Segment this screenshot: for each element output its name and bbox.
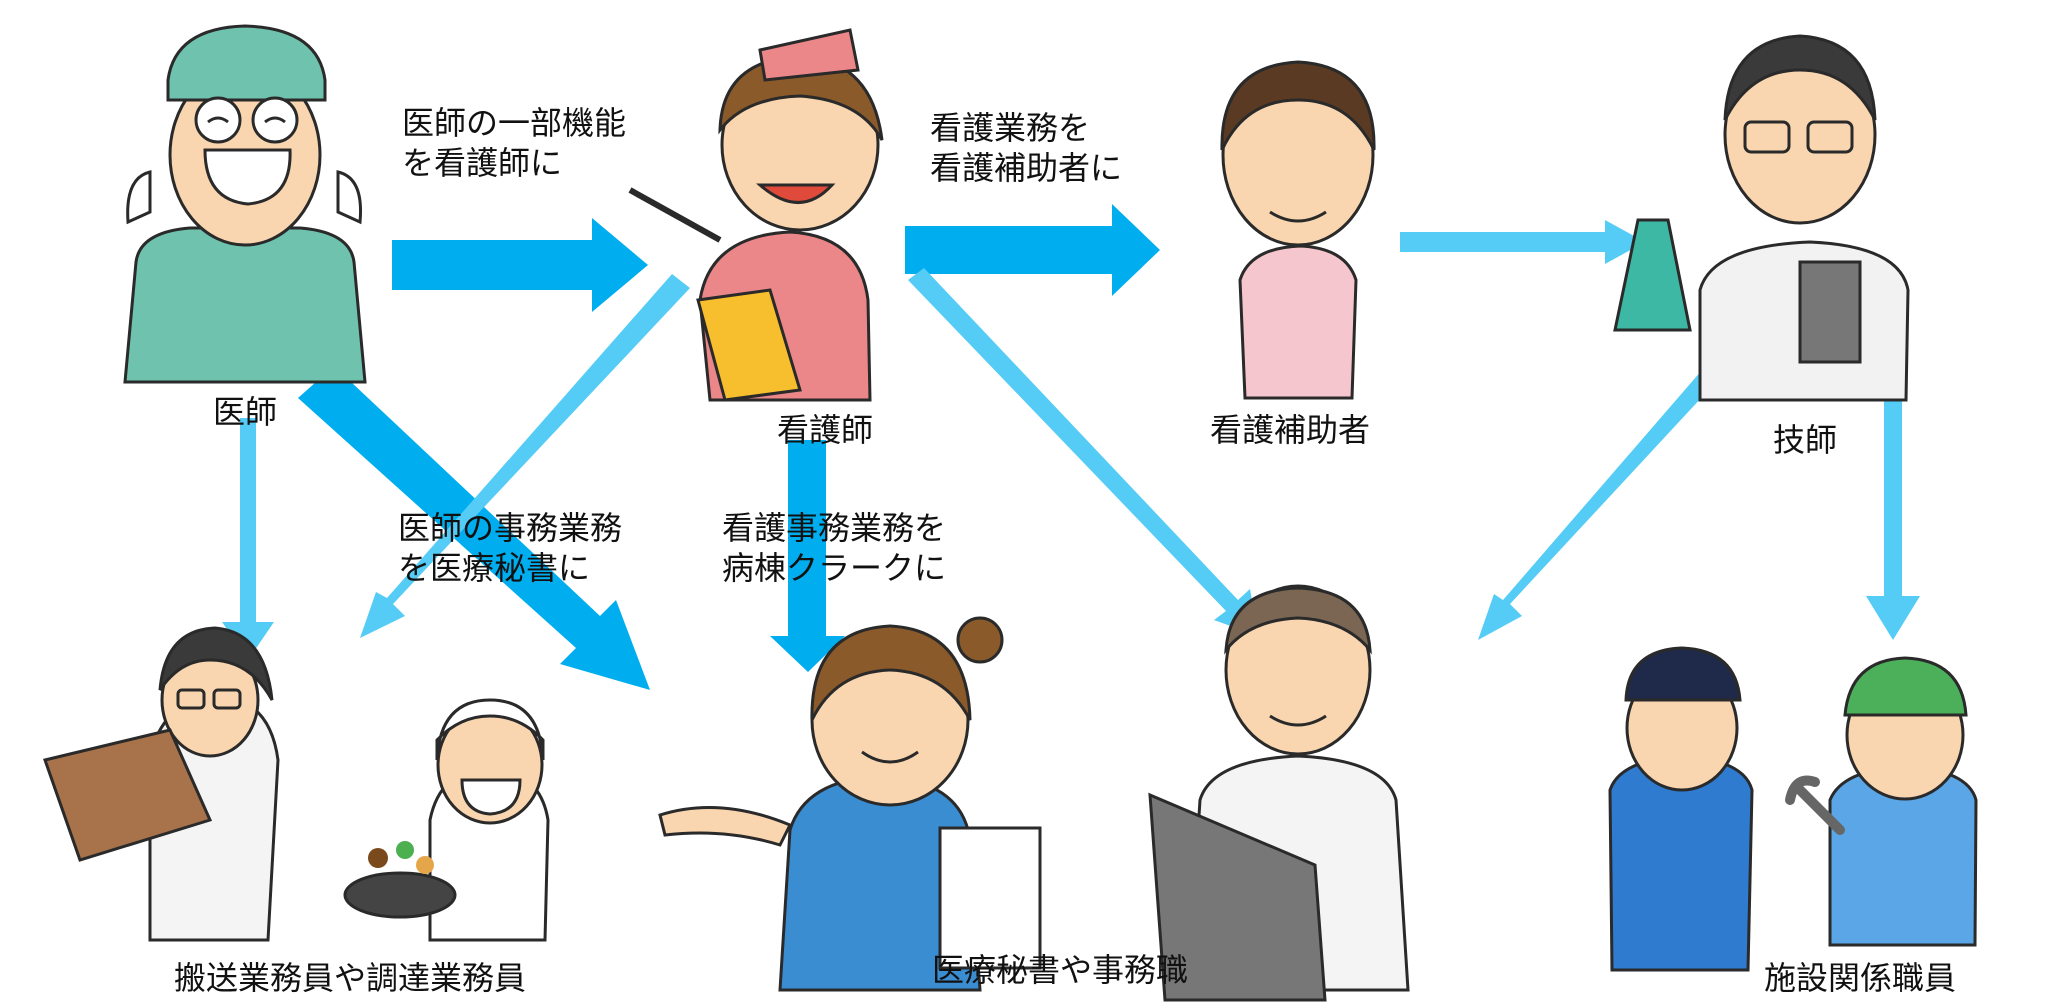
arrow-doctor-to-transport <box>222 418 274 660</box>
facility-staff-illustration <box>1608 646 1978 972</box>
flow-nurse-clerical: 看護事務業務を 病棟クラークに <box>722 509 947 587</box>
flow-doctor-to-nurse: 医師の一部機能 を看護師に <box>402 104 627 182</box>
arrow-technician-to-office <box>1478 340 1742 640</box>
arrow-technician-to-facility <box>1866 350 1920 640</box>
nurse-illustration <box>628 28 884 402</box>
arrow-nurse-to-office <box>908 268 1258 636</box>
label-nurse: 看護師 <box>776 411 873 449</box>
arrow-aide-to-technician <box>1400 220 1645 264</box>
office-worker-illustration <box>1148 584 1410 1002</box>
label-transport-procurement: 搬送業務員や調達業務員 <box>173 959 526 997</box>
doctor-illustration <box>123 24 367 384</box>
arrows <box>222 204 1920 690</box>
arrow-doctor-to-nurse <box>392 218 648 312</box>
arrow-doctor-to-secretary <box>298 366 650 690</box>
transport-procurement-illustration <box>43 626 550 942</box>
label-technician: 技師 <box>1772 421 1837 459</box>
technician-illustration <box>1613 34 1910 402</box>
arrow-nurse-to-aide <box>905 204 1160 296</box>
arrow-nurse-to-transport <box>360 274 690 638</box>
nurse-aide-illustration <box>1220 60 1376 400</box>
flow-nurse-to-aide: 看護業務を 看護補助者に <box>930 109 1123 187</box>
label-doctor: 医師 <box>212 393 277 431</box>
secretary-illustration <box>658 616 1042 992</box>
label-nurse-aide: 看護補助者 <box>1209 411 1370 449</box>
label-facility-staff: 施設関係職員 <box>1763 959 1956 997</box>
arrow-nurse-to-clerk <box>770 440 845 672</box>
label-secretary-clerical: 医療秘書や事務職 <box>931 951 1188 989</box>
flow-doctor-clerical: 医師の事務業務 を医療秘書に <box>398 509 623 587</box>
